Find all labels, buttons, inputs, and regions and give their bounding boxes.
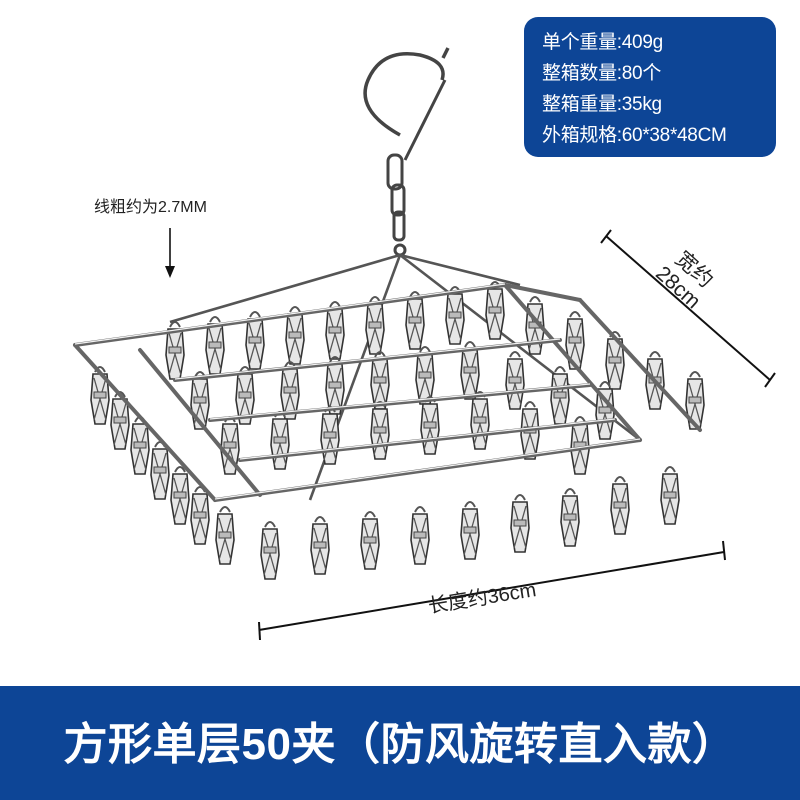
down-arrow-icon <box>165 228 175 278</box>
width-dimension-icon <box>600 229 776 388</box>
length-dimension-icon <box>258 540 726 641</box>
rack-frame-icon <box>73 283 702 502</box>
spec-box-weight: 整箱重量:35kg <box>542 94 662 115</box>
product-title: 方形单层50夹（防风旋转直入款） <box>63 720 737 769</box>
product-image <box>73 47 776 641</box>
spec-box-dimensions: 外箱规格:60*38*48CM <box>542 125 727 146</box>
title-banner: 方形单层50夹（防风旋转直入款） <box>0 686 800 800</box>
spec-info-box: 单个重量:409g 整箱数量:80个 整箱重量:35kg 外箱规格:60*38*… <box>524 17 776 157</box>
spec-box-quantity: 整箱数量:80个 <box>542 63 662 84</box>
wire-thickness-label: 线粗约为2.7MM <box>94 199 207 216</box>
hook-icon <box>363 47 450 257</box>
spec-unit-weight: 单个重量:409g <box>542 32 663 53</box>
clips-left-icon <box>90 366 235 565</box>
